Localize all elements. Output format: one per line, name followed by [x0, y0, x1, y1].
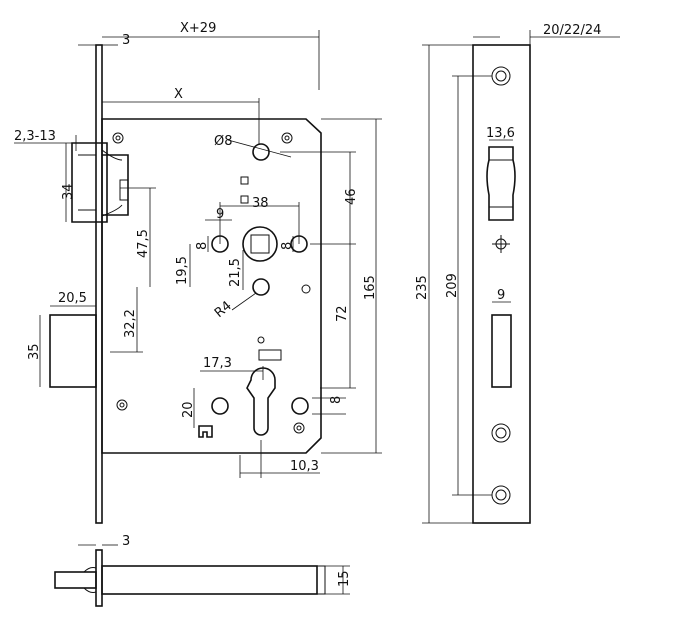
dim-9-plate: 9 — [497, 288, 505, 303]
dim-47-5: 47,5 — [136, 229, 151, 258]
dim-9-left: 9 — [216, 207, 224, 222]
dim-34: 34 — [61, 183, 76, 200]
bolt-bottom — [54, 571, 97, 589]
dim-3-top: 3 — [122, 33, 130, 48]
dim-x29: X+29 — [180, 21, 216, 36]
latch-opening — [486, 146, 516, 221]
euro-cylinder-hole — [246, 367, 276, 436]
faceplate-side — [95, 44, 103, 524]
dim-235: 235 — [415, 275, 430, 300]
follower-hub — [242, 226, 278, 262]
lock-case — [101, 118, 322, 454]
faceplate-bottom — [95, 549, 103, 607]
d8-hole — [252, 143, 270, 161]
dim-38: 38 — [252, 196, 269, 211]
dim-x: X — [174, 87, 183, 102]
dim-209: 209 — [445, 273, 460, 298]
dim-r4: R4 — [212, 298, 235, 321]
dim-8-left: 8 — [195, 242, 210, 250]
dim-20-22-24: 20/22/24 — [543, 23, 601, 38]
dim-8-right: 8 — [280, 242, 295, 250]
dim-10-3: 10,3 — [290, 459, 319, 474]
deadbolt-side — [49, 314, 97, 388]
dim-72: 72 — [335, 305, 350, 322]
dim-15: 15 — [337, 570, 352, 587]
dim-32-2: 32,2 — [123, 309, 138, 338]
dim-13-6: 13,6 — [486, 126, 515, 141]
dim-19-5: 19,5 — [175, 256, 190, 285]
dim-20-5: 20,5 — [58, 291, 87, 306]
dim-20: 20 — [181, 401, 196, 418]
dim-8-bottom: 8 — [329, 396, 344, 404]
dim-21-5: 21,5 — [228, 258, 243, 287]
faceplate-front — [472, 44, 531, 524]
dim-165: 165 — [363, 275, 378, 300]
deadbolt-opening — [491, 314, 512, 388]
case-bottom — [101, 565, 318, 595]
dim-d8: Ø8 — [214, 134, 233, 149]
dim-3-bottom: 3 — [122, 534, 130, 549]
dim-thickness: 2,3-13 — [14, 129, 56, 144]
case-screw-holes — [112, 132, 311, 434]
dim-17-3: 17,3 — [203, 356, 232, 371]
dim-35: 35 — [27, 343, 42, 360]
dim-46: 46 — [344, 188, 359, 205]
